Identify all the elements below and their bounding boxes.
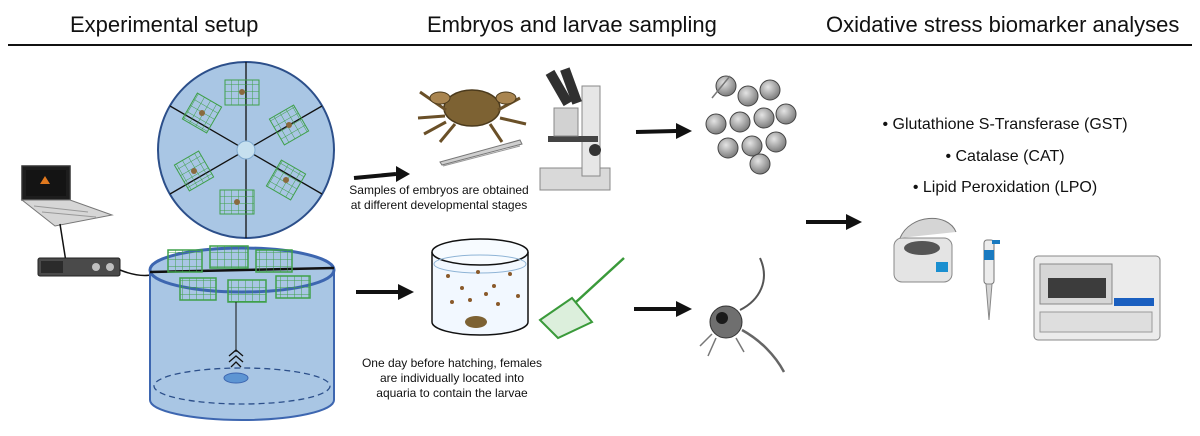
net-icon — [538, 257, 625, 340]
larvae-caption-line: One day before hatching, females — [361, 356, 543, 370]
embryo-caption-line: at different developmental stages — [350, 198, 528, 212]
forceps-icon — [439, 139, 523, 167]
sampling-heading: Embryos and larvae sampling — [427, 12, 717, 37]
laptop-icon — [20, 165, 114, 227]
larvae-sampling-caption: One day before hatching, females are ind… — [352, 356, 552, 401]
amplifier-icon — [37, 257, 121, 277]
experimental-setup-heading: Experimental setup — [70, 12, 259, 37]
tank-side-view-icon — [148, 245, 336, 421]
arrow-embryo-sampling — [353, 166, 410, 182]
embryo-caption-line: Samples of embryos are obtained — [349, 183, 529, 197]
arrow-larvae-sampling — [356, 284, 414, 300]
centrifuge-icon — [893, 218, 957, 283]
tank-top-view-icon — [157, 61, 335, 239]
analyses-heading: Oxidative stress biomarker analyses — [826, 12, 1180, 37]
biomarker-cat: • Catalase (CAT) — [945, 148, 1065, 165]
arrow-to-embryos — [635, 123, 692, 139]
larvae-caption-line: aquaria to contain the larvae — [376, 386, 528, 400]
crab-icon — [417, 89, 527, 143]
larvae-caption-line: are individually located into — [379, 371, 525, 385]
microscope-icon — [539, 67, 611, 191]
plate-reader-icon — [1033, 255, 1161, 341]
aquarium-icon — [431, 238, 529, 336]
pipette-icon — [983, 239, 1000, 321]
embryo-cluster-icon — [705, 75, 797, 175]
embryo-sampling-caption: Samples of embryos are obtained at diffe… — [339, 183, 539, 213]
biomarker-lpo: • Lipid Peroxidation (LPO) — [912, 179, 1098, 196]
arrow-to-larva — [634, 301, 692, 317]
arrow-to-analyses — [806, 214, 862, 230]
larva-icon — [699, 257, 786, 373]
biomarker-gst: • Glutathione S-Transferase (GST) — [882, 116, 1128, 133]
header-divider — [8, 44, 1192, 46]
